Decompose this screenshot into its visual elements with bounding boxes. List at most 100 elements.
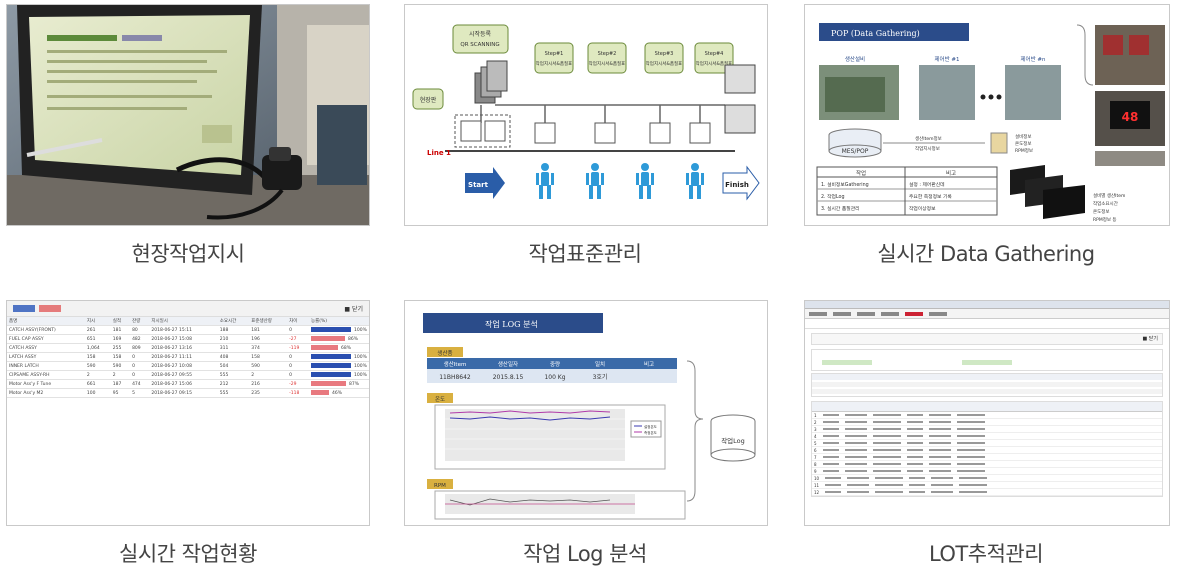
status-cell-actual: 2: [110, 370, 131, 380]
close-icon[interactable]: ■ 닫기: [344, 306, 363, 313]
svg-text:측정온도: 측정온도: [644, 430, 658, 435]
status-cell-rest: 0: [130, 361, 150, 371]
svg-text:2. 작업Log: 2. 작업Log: [821, 193, 845, 200]
status-cell-std: 216: [249, 379, 288, 389]
lot-cell: [956, 449, 985, 451]
svg-text:Step#4: Step#4: [705, 51, 724, 57]
lot-row-number: 6: [814, 447, 817, 453]
status-cell-rest: 809: [130, 343, 150, 353]
svg-text:생산Item: 생산Item: [444, 360, 467, 368]
status-cell-time: 212: [217, 379, 250, 389]
status-table: 품명 지시 실적 잔량 지시일시 소요시간 표준생산량 차이 능률(%) CAT…: [7, 317, 369, 398]
lot-cell: [847, 477, 870, 479]
status-cell-diff: -27: [287, 334, 309, 344]
svg-text:비고: 비고: [644, 360, 654, 368]
lot-row[interactable]: 3: [812, 426, 1162, 433]
lot-cell: [872, 414, 901, 416]
efficiency-bar: [311, 390, 329, 395]
efficiency-bar: [311, 381, 346, 386]
lot-cell: [872, 421, 901, 423]
status-cell-time: 408: [217, 352, 250, 362]
log-title: 작업 LOG 분석: [485, 319, 538, 329]
status-cell-std: 158: [249, 352, 288, 362]
lot-cell: [909, 491, 926, 493]
lot-cell: [956, 435, 985, 437]
status-tab-red[interactable]: [39, 305, 61, 312]
log-section-product: 생산품: [437, 349, 452, 357]
svg-text:3. 실시간 품질관리: 3. 실시간 품질관리: [821, 205, 860, 212]
status-tab-blue[interactable]: [13, 305, 35, 312]
lot-cell: [825, 491, 842, 493]
lot-cell: [872, 463, 901, 465]
lot-cell: [956, 470, 985, 472]
status-cell-efficiency: 100%: [309, 361, 369, 371]
lot-row[interactable]: 2: [812, 419, 1162, 426]
lot-row[interactable]: 1: [812, 412, 1162, 419]
lot-cell: [956, 414, 985, 416]
lot-row[interactable]: 9: [812, 468, 1162, 475]
work-log-analysis: 작업 LOG 분석 생산품 생산Item 생산일자 중량 일치 비고 11BH8…: [404, 300, 768, 526]
status-cell-time: 311: [217, 343, 250, 353]
lot-row[interactable]: 7: [812, 454, 1162, 461]
lot-row[interactable]: 6: [812, 447, 1162, 454]
svg-text:생산설비: 생산설비: [845, 55, 865, 63]
gathering-table: 작업 비고 1. 설비정보Gathering 설정 : 제어판신데 2. 작업L…: [816, 166, 998, 216]
lot-row[interactable]: 10: [812, 475, 1162, 482]
status-cell-actual: 95: [110, 388, 131, 398]
status-cell-plan: 158: [84, 352, 111, 362]
lot-row[interactable]: 5: [812, 440, 1162, 447]
start-label: Start: [468, 181, 489, 189]
board-bubble-text: 현장판: [420, 96, 437, 104]
lot-row[interactable]: 12: [812, 489, 1162, 496]
caption-work-standard: 작업표준관리: [528, 242, 642, 266]
lot-cell: [928, 428, 951, 430]
svg-text:설비별 생산Item: 설비별 생산Item: [1093, 192, 1125, 199]
lot-cell: [959, 484, 988, 486]
lot-row[interactable]: 8: [812, 461, 1162, 468]
efficiency-percent: 100%: [354, 355, 367, 360]
efficiency-percent: 100%: [354, 328, 367, 333]
svg-text:제어반 #1: 제어반 #1: [934, 55, 959, 63]
status-cell-time: 210: [217, 334, 250, 344]
status-cell-efficiency: 100%: [309, 370, 369, 380]
efficiency-bar: [311, 354, 351, 359]
lot-row[interactable]: 4: [812, 433, 1162, 440]
lot-cell: [931, 484, 954, 486]
svg-text:생산Item정보: 생산Item정보: [915, 135, 942, 142]
lot-row[interactable]: 11: [812, 482, 1162, 489]
status-cell-date: 2018-06-27 15:08: [149, 334, 218, 344]
display-value: 48: [1122, 110, 1139, 124]
lot-cell: [875, 484, 904, 486]
svg-text:중량: 중량: [550, 361, 560, 368]
status-cell-time: 504: [217, 361, 250, 371]
lot-cell: [928, 442, 951, 444]
status-cell-actual: 181: [110, 325, 131, 335]
lot-cell: [872, 428, 901, 430]
mes-label: MES/POP: [842, 148, 869, 155]
status-cell-plan: 661: [84, 379, 111, 389]
realtime-status-table: ■ 닫기 품명 지시 실적 잔량 지시일시 소요시간 표준생산량 차이 능률(%…: [6, 300, 370, 526]
status-cell-date: 2018-06-27 15:11: [149, 325, 218, 335]
lot-close-icon[interactable]: ■ 닫기: [1142, 336, 1158, 342]
lot-row-number: 11: [814, 482, 820, 488]
status-cell-efficiency: 100%: [309, 352, 369, 362]
lot-row-number: 8: [814, 461, 817, 467]
svg-text:설정 : 제어판신데: 설정 : 제어판신데: [909, 181, 945, 188]
svg-text:설정온도: 설정온도: [644, 424, 658, 429]
status-cell-diff: 0: [287, 370, 309, 380]
status-cell-actual: 255: [110, 343, 131, 353]
lot-cell: [822, 463, 839, 465]
status-cell-actual: 590: [110, 361, 131, 371]
work-instruction-photo: [6, 4, 370, 226]
svg-text:작업소요시간: 작업소요시간: [1093, 200, 1118, 207]
status-cell-actual: 169: [110, 334, 131, 344]
svg-text:RPM정보 등: RPM정보 등: [1093, 216, 1117, 223]
